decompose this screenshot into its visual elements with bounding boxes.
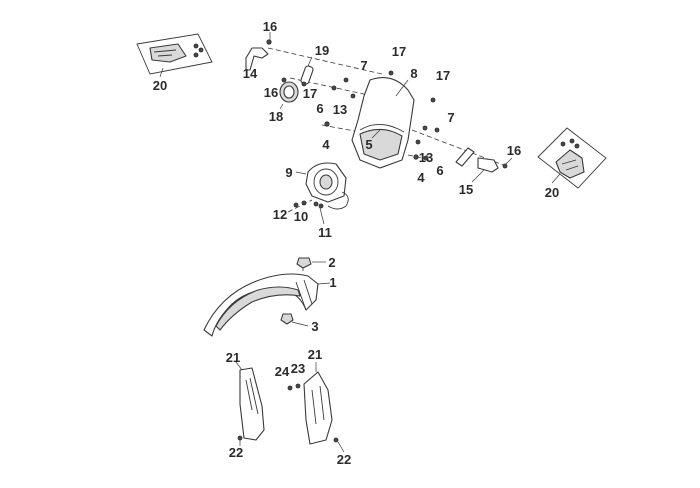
fasteners: [324, 70, 440, 161]
grommet: [279, 77, 307, 110]
handguard-right-inset: [537, 127, 607, 189]
fork-guard-right: [287, 362, 345, 453]
callout-7: 7: [447, 110, 454, 125]
fender-bolts: [280, 257, 326, 327]
callout-7: 7: [360, 58, 367, 73]
callout-9: 9: [285, 165, 292, 180]
callout-22: 22: [337, 452, 351, 467]
callout-13: 13: [419, 150, 433, 165]
callout-18: 18: [269, 109, 283, 124]
callout-4: 4: [322, 137, 330, 152]
headlight-mask: [351, 77, 415, 169]
indicator-bracket-right: [455, 147, 513, 183]
callout-13: 13: [333, 102, 347, 117]
callout-8: 8: [410, 66, 417, 81]
callout-6: 6: [316, 101, 323, 116]
indicator-left: [300, 56, 314, 85]
callout-11: 11: [318, 225, 332, 240]
callout-17: 17: [436, 68, 450, 83]
callout-5: 5: [365, 137, 372, 152]
callout-3: 3: [311, 319, 318, 334]
callout-2: 2: [328, 255, 335, 270]
headlight: [293, 162, 349, 225]
callout-16: 16: [263, 19, 277, 34]
callout-16: 16: [264, 85, 278, 100]
callout-20: 20: [153, 78, 167, 93]
callout-12: 12: [273, 207, 287, 222]
callout-labels: 16 19 17 7 8 17 14 20 16 17 6 13 18 7 4 …: [153, 19, 559, 467]
front-fender: [203, 273, 331, 337]
callout-14: 14: [243, 66, 258, 81]
callout-10: 10: [294, 209, 308, 224]
callout-6: 6: [436, 163, 443, 178]
callout-17: 17: [303, 86, 317, 101]
indicator-bracket-left: [245, 32, 272, 71]
callout-21: 21: [226, 350, 240, 365]
callout-1: 1: [329, 275, 336, 290]
callout-21: 21: [308, 347, 322, 362]
callout-16: 16: [507, 143, 521, 158]
callout-4: 4: [417, 170, 425, 185]
fork-guard-left: [235, 361, 265, 446]
handguard-left-inset: [136, 33, 213, 78]
callout-23: 23: [291, 361, 305, 376]
callout-24: 24: [275, 364, 290, 379]
callout-19: 19: [315, 43, 329, 58]
callout-15: 15: [459, 182, 473, 197]
callout-20: 20: [545, 185, 559, 200]
callout-22: 22: [229, 445, 243, 460]
callout-17: 17: [392, 44, 406, 59]
